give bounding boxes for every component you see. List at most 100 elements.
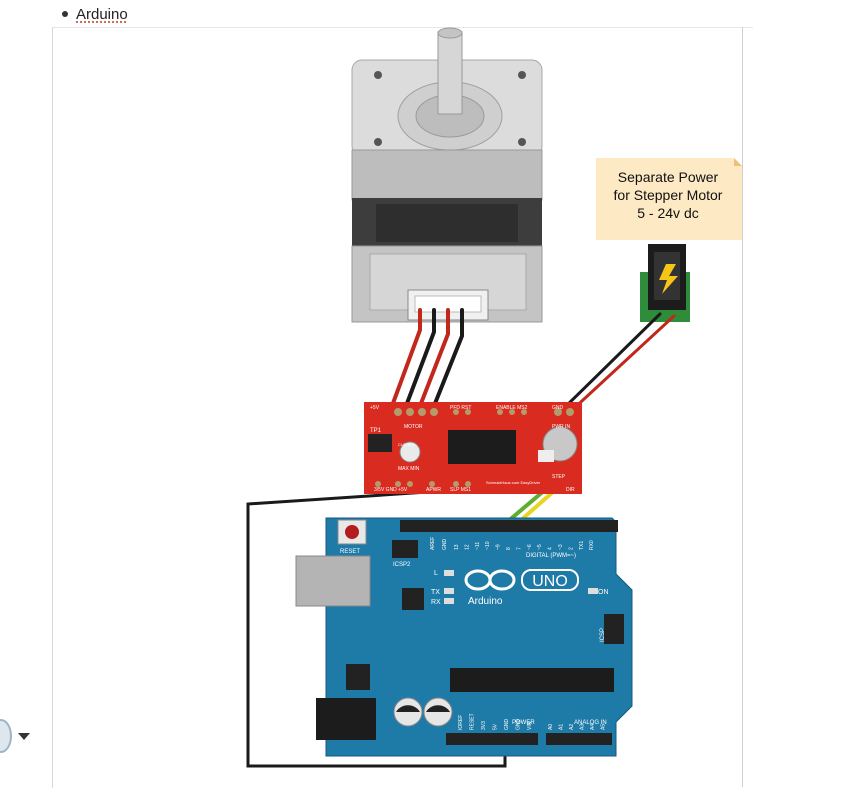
diagram-shape — [588, 588, 598, 594]
diagram-label: L — [434, 570, 438, 577]
diagram-shape — [568, 314, 676, 414]
diagram-shape — [566, 408, 574, 416]
diagram-shape — [246, 482, 550, 768]
pin-label: A0 — [548, 724, 554, 730]
diagram-shape — [346, 664, 370, 690]
diagram-label: MAX MIN — [398, 466, 420, 472]
diagram-label: ON — [598, 589, 609, 596]
diagram-shape — [554, 408, 562, 416]
pin-label: ~9 — [496, 544, 502, 550]
pin-label: 13 — [454, 544, 460, 550]
diagram-shape — [396, 705, 420, 712]
power-header — [446, 733, 538, 745]
pin-label: RX0 — [589, 540, 595, 550]
pin-label: ~11 — [475, 542, 481, 550]
analog-header — [546, 733, 612, 745]
note-line-3: 5 - 24v dc — [637, 205, 698, 221]
diagram-label: 3/5V GND +5V — [374, 487, 408, 493]
pin-label: ~6 — [527, 544, 533, 550]
diagram-label: UNO — [532, 573, 568, 590]
diagram-shape — [538, 450, 554, 462]
diagram-label: APWR — [426, 487, 441, 493]
stepper-motor — [351, 27, 543, 323]
diagram-shape — [394, 408, 402, 416]
diagram-shape — [406, 408, 414, 416]
user-menu[interactable] — [0, 716, 30, 756]
diagram-shape — [374, 138, 382, 146]
pin-label: 2 — [568, 547, 574, 550]
diagram-label: GND — [442, 539, 448, 551]
diagram-label: AREF — [430, 537, 436, 550]
pin-label: GND — [516, 719, 522, 731]
pin-label: A4 — [590, 724, 596, 730]
diagram-shape — [518, 138, 526, 146]
power-note: Separate Power for Stepper Motor 5 - 24v… — [596, 158, 742, 240]
pin-label: ~5 — [537, 544, 543, 550]
diagram-shape — [418, 408, 426, 416]
diagram-shape — [402, 588, 424, 610]
diagram-label: RESET — [340, 549, 360, 555]
pin-label: A5 — [601, 724, 607, 730]
diagram-shape — [444, 570, 454, 576]
diagram-shape — [453, 481, 459, 487]
diagram-shape — [465, 481, 471, 487]
usb-connector — [295, 555, 371, 607]
diagram-shape — [465, 409, 471, 415]
diagram-label: SchmalzHaus.com EasyDriver — [486, 480, 541, 485]
diagram-shape — [453, 409, 459, 415]
diagram-shape — [404, 308, 436, 408]
diagram-label: TP1 — [370, 428, 382, 434]
diagram-shape — [444, 598, 454, 604]
caret-down-icon[interactable] — [18, 732, 30, 740]
diagram-shape — [418, 308, 450, 408]
diagram-label: +5V — [370, 405, 380, 411]
pin-label: A3 — [580, 724, 586, 730]
diagram-label: ICSP — [600, 628, 606, 642]
diagram-shape — [521, 409, 527, 415]
diagram-shape — [392, 540, 418, 558]
diagram-shape — [432, 308, 464, 408]
diagram-shape — [374, 71, 382, 79]
list-item-arduino: Arduino — [62, 4, 128, 24]
pin-label: ~3 — [558, 544, 564, 550]
dc-power-jack — [640, 244, 690, 322]
diagram-shape — [437, 27, 463, 39]
diagram-shape — [390, 308, 422, 408]
image-frame-divider — [742, 27, 743, 787]
arduino-link[interactable]: Arduino — [76, 5, 128, 23]
pin-label: 4 — [548, 547, 554, 550]
pin-label: ~10 — [485, 541, 491, 550]
diagram-label: GND — [552, 405, 564, 411]
diagram-label: SLP MS1 — [450, 487, 471, 493]
diagram-label: DIGITAL (PWM=~) — [526, 553, 576, 559]
diagram-shape — [430, 408, 438, 416]
diagram-shape — [395, 481, 401, 487]
driver-chip — [448, 430, 516, 464]
diagram-shape — [375, 408, 574, 487]
diagram-label: CUR ADJ — [398, 442, 415, 447]
diagram-shape — [518, 71, 526, 79]
diagram-shape — [509, 409, 515, 415]
diagram-shape — [407, 481, 413, 487]
diagram-label: TX — [431, 589, 440, 596]
avatar[interactable] — [0, 719, 12, 753]
diagram-shape — [521, 569, 579, 591]
diagram-shape — [558, 312, 662, 414]
diagram-label: MOTOR — [404, 424, 423, 430]
arduino-uno-board: RESET ICSP2 L TX RX ON ICSP UNO Arduino … — [295, 517, 633, 757]
diagram-label: STEP — [552, 474, 566, 480]
pin-label: TX1 — [579, 541, 585, 550]
diagram-label: ICSP2 — [393, 562, 411, 568]
diagram-label: DIR — [566, 487, 575, 493]
diagram-shape — [426, 705, 450, 712]
pin-label: RESET — [470, 713, 476, 730]
arduino-logo-icon — [464, 569, 516, 591]
current-pot — [399, 441, 421, 463]
diagram-label: ENABLE MS2 — [496, 405, 528, 411]
diagram-shape — [497, 409, 503, 415]
diagram-label: PWR IN — [552, 424, 570, 430]
barrel-jack — [316, 698, 376, 740]
